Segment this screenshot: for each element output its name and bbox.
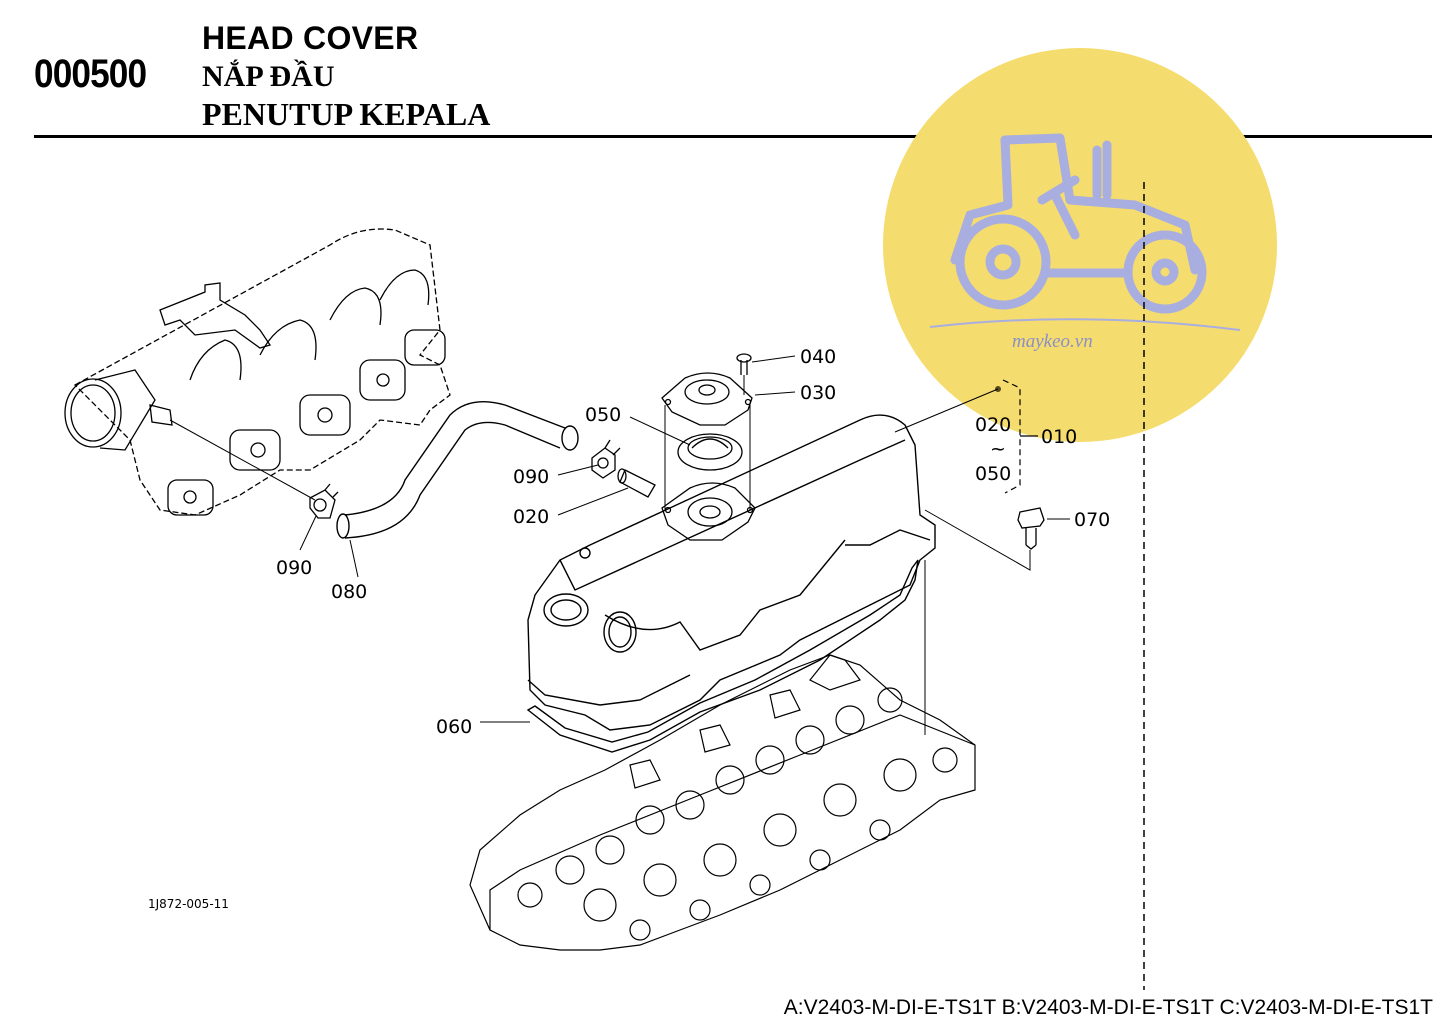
breather-cap-030 — [661, 372, 753, 426]
cylinder-head — [469, 654, 976, 951]
callout-090-right: 090 — [513, 466, 549, 488]
breather-hose-080 — [336, 401, 579, 539]
callout-range-tilde: ~ — [990, 438, 1006, 460]
title-indonesian: PENUTUP KEPALA — [202, 96, 491, 132]
header-divider — [34, 135, 1432, 138]
watermark-swoosh — [929, 318, 1241, 331]
leader-010-cover — [894, 388, 999, 433]
callout-060: 060 — [436, 716, 472, 738]
callout-leaders — [299, 355, 1070, 578]
leader-clamp-manifold — [169, 419, 316, 501]
head-cover-assembly — [527, 414, 936, 731]
breather-base — [661, 482, 756, 541]
catalog-code: 000500 — [34, 52, 147, 96]
tractor-icon — [950, 133, 1207, 314]
watermark-circle — [883, 48, 1277, 442]
screw-040 — [736, 353, 752, 375]
model-applicability-footer: A:V2403-M-DI-E-TS1T B:V2403-M-DI-E-TS1T … — [783, 996, 1433, 1019]
hose-clamp-090-right — [591, 439, 621, 479]
callout-030: 030 — [800, 382, 836, 404]
breather-pipe-020 — [617, 468, 656, 498]
figure-id: 1J872-005-11 — [148, 897, 229, 911]
title-english: HEAD COVER — [202, 20, 419, 56]
leader-070-dowel — [924, 509, 1031, 571]
callout-range-end: 050 — [975, 463, 1011, 485]
watermark-text: maykeo.vn — [1012, 331, 1093, 352]
title-vietnamese: NẮP ĐẦU — [202, 60, 335, 93]
callout-range-start: 020 — [975, 414, 1011, 436]
range-bracket-010 — [1002, 379, 1038, 494]
callout-070: 070 — [1074, 509, 1110, 531]
callout-080: 080 — [331, 581, 367, 603]
callout-020: 020 — [513, 506, 549, 528]
callout-050: 050 — [585, 404, 621, 426]
callout-010: 010 — [1041, 426, 1077, 448]
gasket-060 — [526, 559, 919, 753]
callout-040: 040 — [800, 346, 836, 368]
callout-090-left: 090 — [276, 557, 312, 579]
intake-manifold — [64, 228, 451, 516]
diaphragm-050 — [677, 433, 743, 471]
watermark-logo: maykeo.vn — [883, 48, 1277, 442]
hose-clamp-090-left — [309, 483, 339, 519]
bolt-070 — [1017, 507, 1045, 550]
